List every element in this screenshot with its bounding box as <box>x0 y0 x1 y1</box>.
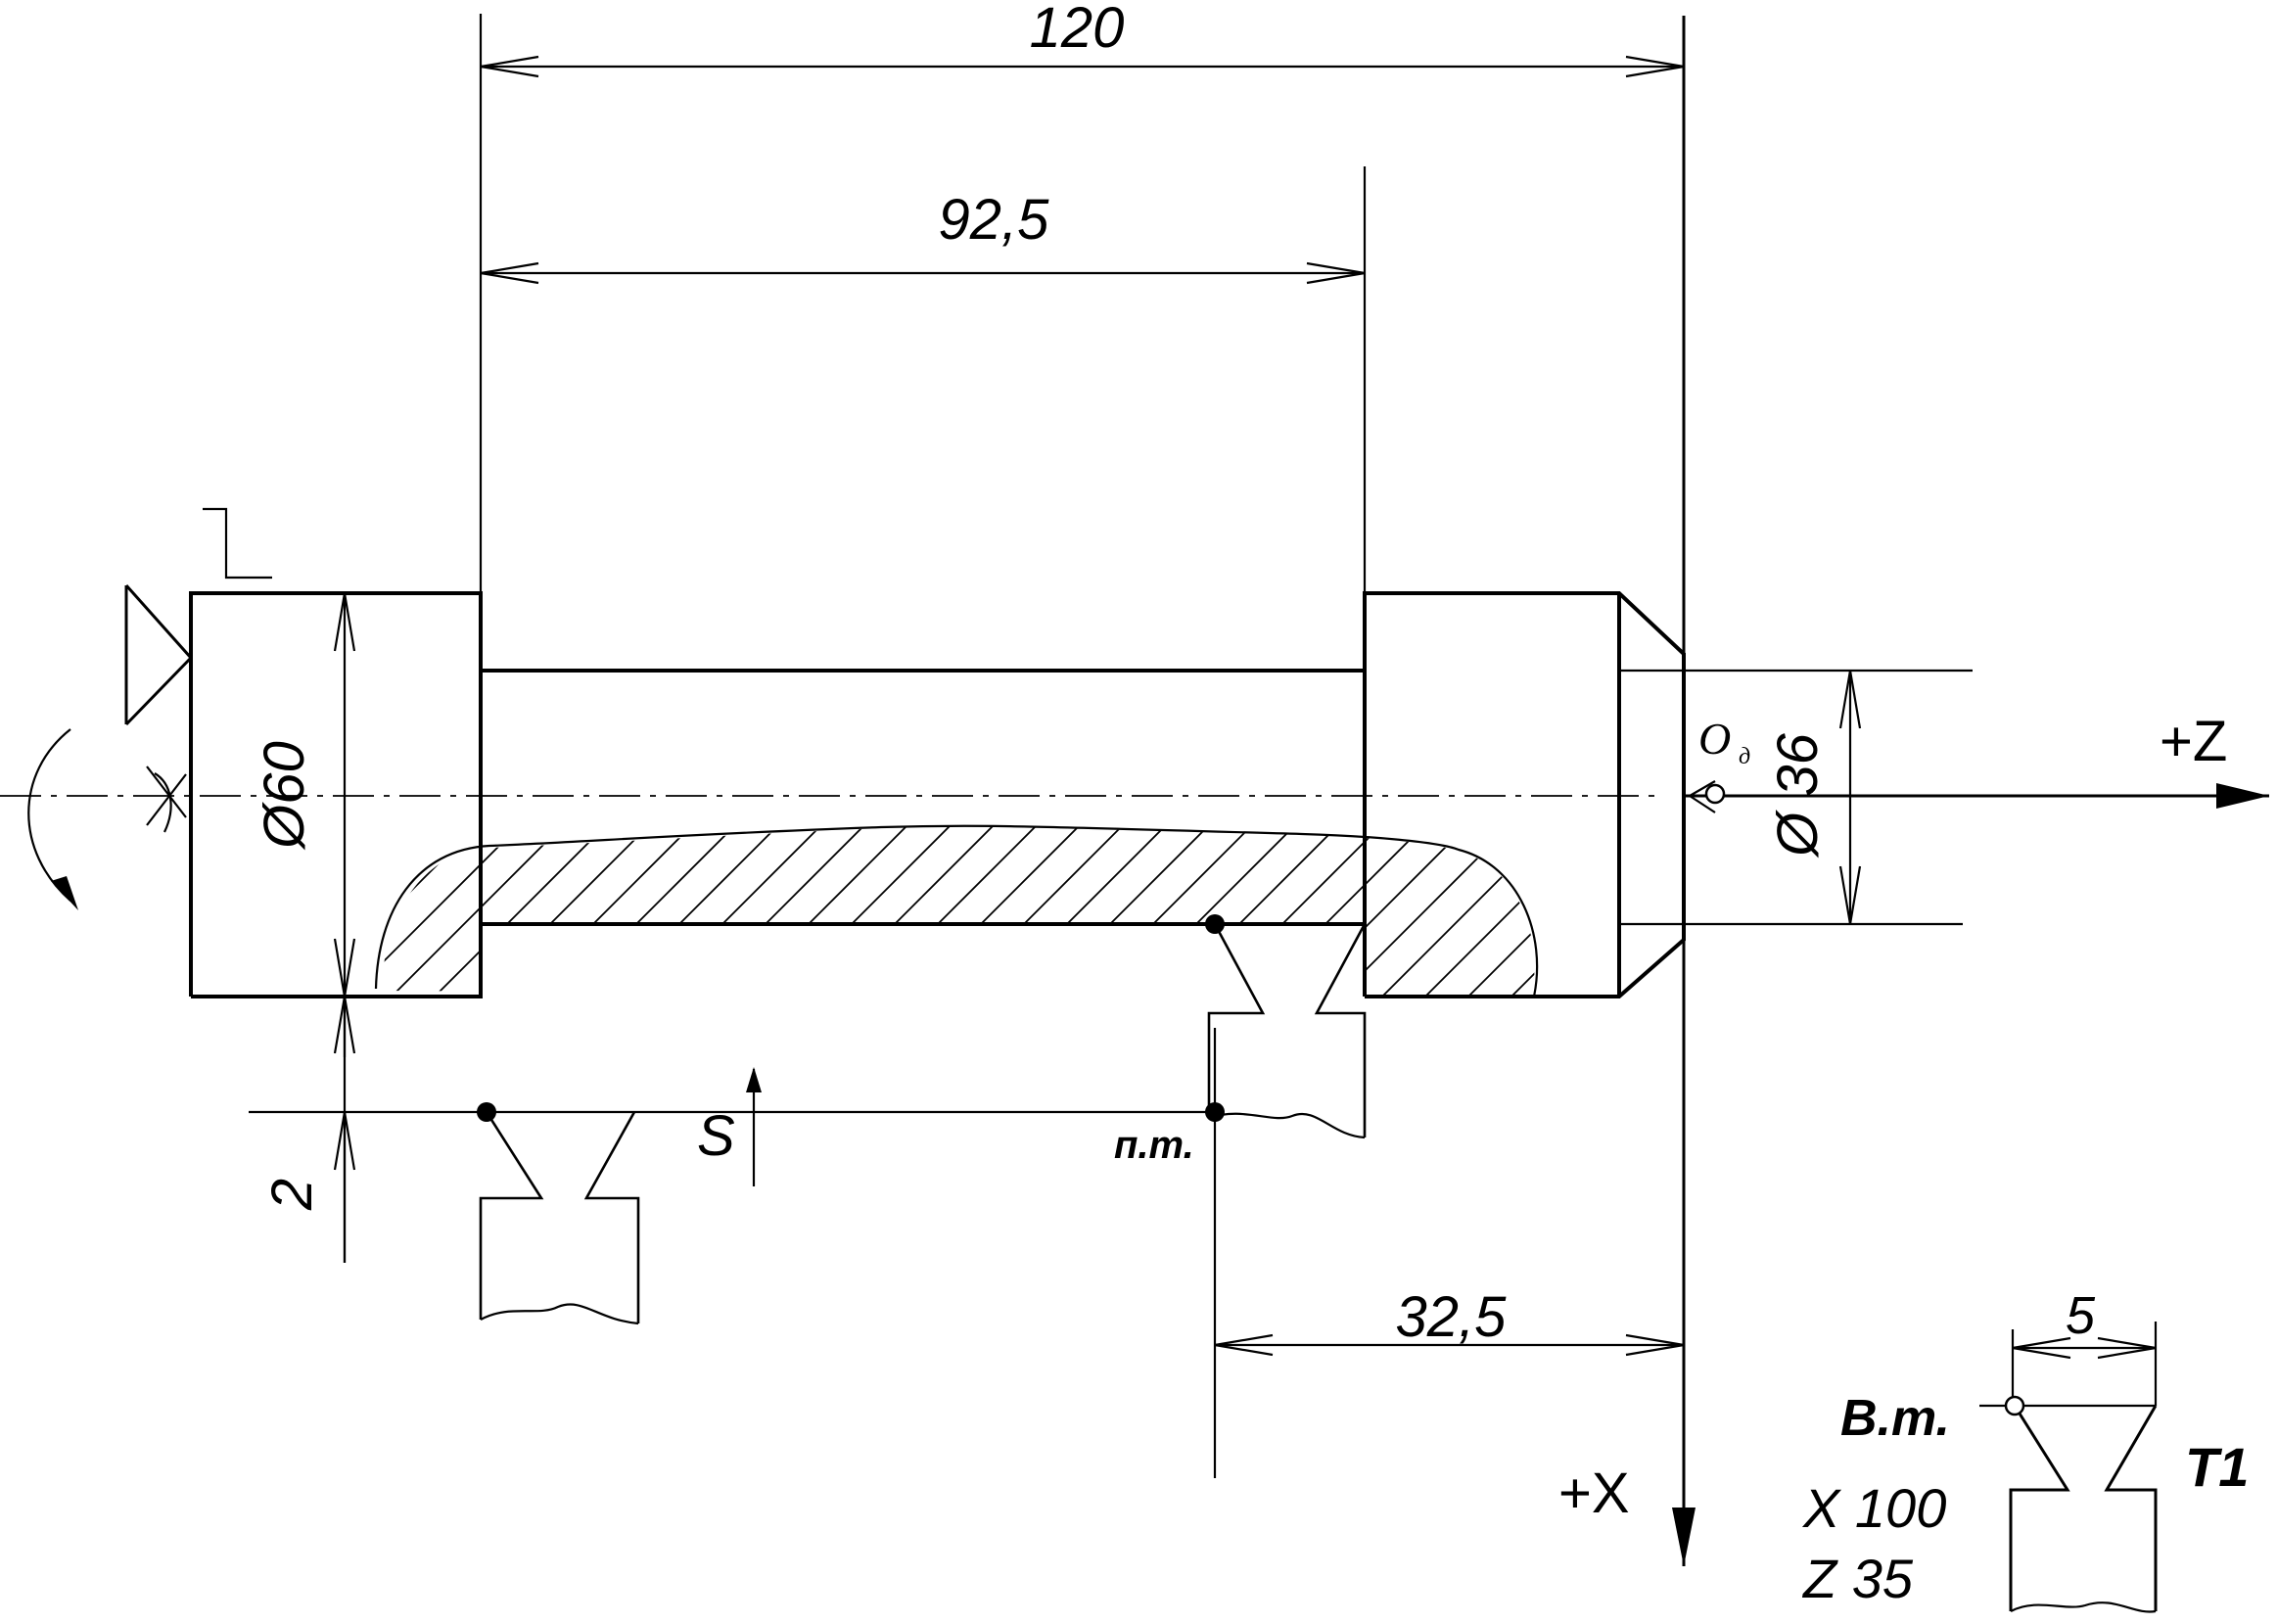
tool-x-coordinate: X 100 <box>1801 1477 1946 1539</box>
dim-groove-length: 92,5 <box>939 188 1050 252</box>
dimension-32-5: 32,5 <box>1214 1285 1685 1357</box>
dimension-clearance: 2 <box>260 996 356 1263</box>
hatch-line <box>1672 822 1858 1008</box>
dim-clearance: 2 <box>260 1179 324 1211</box>
feed-label: S <box>697 1104 735 1168</box>
tool-path: S <box>249 1067 1215 1186</box>
dimension-diameter-36: Ø 36 <box>1766 670 1862 925</box>
origin-marker: O д <box>1689 714 1750 813</box>
extension-lines <box>343 14 1973 1478</box>
start-point-label: п.т. <box>1114 1124 1194 1167</box>
hatch-line <box>1413 826 1535 997</box>
hatch-line <box>1586 822 1772 1008</box>
hatch-line <box>382 826 567 997</box>
dim-start-point-offset: 32,5 <box>1396 1285 1508 1349</box>
tool-left <box>477 1102 640 1325</box>
chuck-symbol <box>27 507 272 910</box>
tool-z-coordinate: Z 35 <box>1801 1548 1914 1609</box>
z-axis: +Z <box>1684 710 2269 809</box>
dimension-92-5: 92,5 <box>480 188 1366 285</box>
reference-point-label: В.т. <box>1840 1390 1950 1447</box>
hatch-line <box>382 826 524 997</box>
hatch-line <box>422 826 610 997</box>
z-axis-label: +Z <box>2160 710 2227 773</box>
hatch-line <box>1499 826 1535 997</box>
tool-right: п.т. <box>1114 914 1367 1167</box>
tool-legend: 5 В.т. T1 X 100 Z 35 <box>1801 1286 2249 1613</box>
origin-label: O <box>1698 714 1731 764</box>
dim-overall-length: 120 <box>1030 0 1125 60</box>
dimension-diameter-60: Ø60 <box>253 592 356 998</box>
dim-tool-width: 5 <box>2066 1286 2096 1345</box>
section-break <box>191 824 1619 1004</box>
right-collar <box>1363 591 1686 998</box>
origin-subscript: д <box>1739 744 1750 769</box>
hatch-line <box>1456 826 1535 997</box>
tool-number-label: T1 <box>2185 1436 2249 1498</box>
dim-major-diameter: Ø60 <box>253 741 316 851</box>
left-collar <box>189 591 483 998</box>
dim-minor-diameter: Ø 36 <box>1766 732 1830 858</box>
x-axis: +X <box>1558 16 1696 1566</box>
x-axis-label: +X <box>1558 1462 1630 1525</box>
dimension-120: 120 <box>480 0 1685 78</box>
